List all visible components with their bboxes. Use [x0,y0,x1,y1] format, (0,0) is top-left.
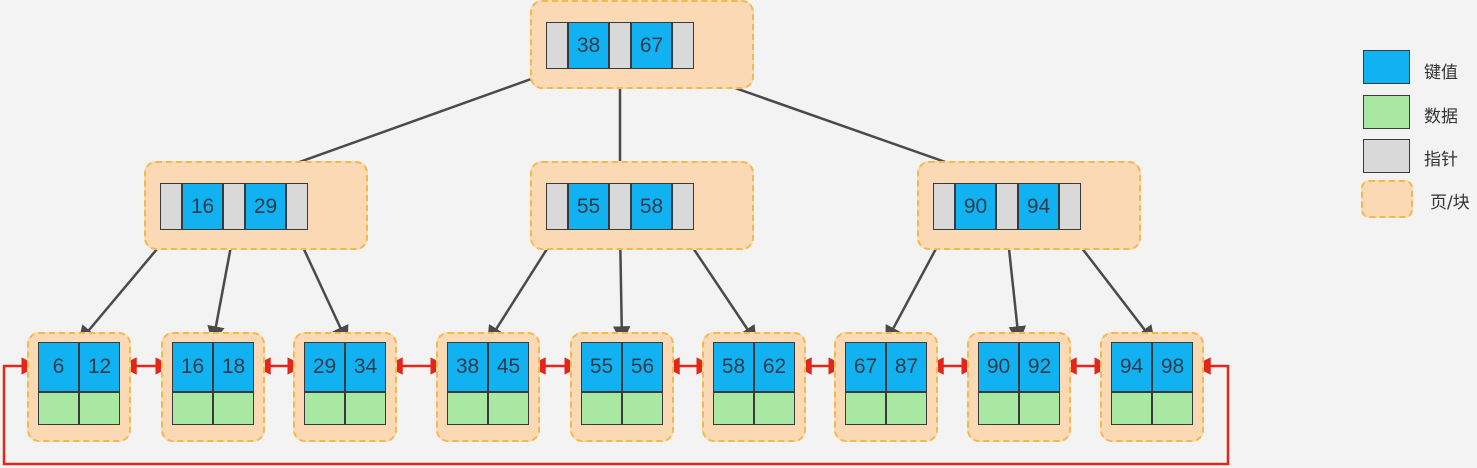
internal-node-1-pointer [223,183,245,230]
leaf-node-3-data [304,392,345,425]
leaf-node-3-key: 34 [345,342,386,392]
internal-node-3-key: 94 [1018,183,1059,230]
internal-node-2-pointer [672,183,694,230]
internal-node-1-pointer [160,183,182,230]
leaf-node-8-data [978,392,1019,425]
leaf-node-5-data [622,392,663,425]
leaf-node-3-key: 29 [304,342,345,392]
leaf-node-2-key: 18 [213,342,254,392]
root-node-pointer [546,22,568,69]
leaf-node-9-data [1152,392,1193,425]
legend-pointer-swatch [1363,139,1410,173]
leaf-node-4-key: 45 [488,342,529,392]
leaf-node-6-key: 62 [754,342,795,392]
leaf-node-7-data [886,392,927,425]
internal-node-1-pointer [286,183,308,230]
legend-data-label: 数据 [1424,107,1458,127]
legend-page-swatch [1361,180,1413,218]
leaf-node-7-key: 67 [845,342,886,392]
legend-pointer-label: 指针 [1424,150,1458,170]
leaf-node-6-data [713,392,754,425]
internal-node-3-pointer [1059,183,1081,230]
leaf-node-1-data [38,392,79,425]
root-node-pointer [672,22,694,69]
internal-node-3-pointer [996,183,1018,230]
internal-node-2-pointer [546,183,568,230]
leaf-node-6-key: 58 [713,342,754,392]
internal-node-1-key: 29 [245,183,286,230]
leaf-node-9-key: 98 [1152,342,1193,392]
leaf-node-1-data [79,392,120,425]
leaf-node-9-key: 94 [1111,342,1152,392]
leaf-node-5-key: 56 [622,342,663,392]
internal-node-2-key: 55 [568,183,609,230]
leaf-node-5-data [581,392,622,425]
leaf-node-2-key: 16 [172,342,213,392]
leaf-node-9-data [1111,392,1152,425]
leaf-wraparound-link [2,357,1230,466]
leaf-node-8-key: 90 [978,342,1019,392]
leaf-node-7-key: 87 [886,342,927,392]
internal-node-3-key: 90 [955,183,996,230]
root-node-key: 67 [631,22,672,69]
internal-node-2-key: 58 [631,183,672,230]
legend-key-swatch [1363,50,1410,84]
legend-data-swatch [1363,95,1410,129]
leaf-node-5-key: 55 [581,342,622,392]
internal-node-3-pointer [933,183,955,230]
leaf-node-1-key: 12 [79,342,120,392]
internal-node-1-key: 16 [182,183,223,230]
leaf-node-4-key: 38 [447,342,488,392]
leaf-node-4-data [488,392,529,425]
leaf-node-6-data [754,392,795,425]
root-node-key: 38 [568,22,609,69]
legend-page-label: 页/块 [1430,193,1470,213]
leaf-node-3-data [345,392,386,425]
leaf-node-7-data [845,392,886,425]
internal-node-2-pointer [609,183,631,230]
leaf-node-2-data [172,392,213,425]
leaf-node-8-key: 92 [1019,342,1060,392]
root-node-pointer [609,22,631,69]
legend-key-label: 键值 [1424,63,1458,83]
leaf-node-1-key: 6 [38,342,79,392]
leaf-node-2-data [213,392,254,425]
leaf-node-8-data [1019,392,1060,425]
leaf-node-4-data [447,392,488,425]
